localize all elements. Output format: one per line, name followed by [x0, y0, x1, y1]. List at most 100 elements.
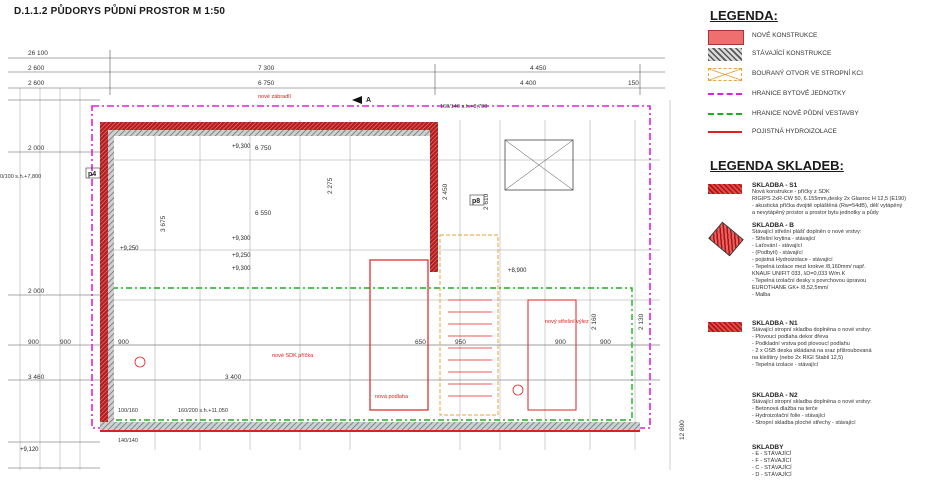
legend-item-new: NOVÉ KONSTRUKCE: [708, 30, 938, 45]
legend-item-existing: STÁVAJÍCÍ KONSTRUKCE: [708, 48, 938, 62]
legend-skladeb-heading: LEGENDA SKLADEB:: [710, 158, 844, 173]
skladba-line: KNAUF UNIFIT 033, λD=0,033 W/m.K: [752, 271, 846, 277]
skladba-s1-swatch: [708, 184, 742, 194]
skladba-line: - Plovoucí podlaha dekor dřeva: [752, 334, 829, 340]
skladba-b: SKLADBA - B Stávající střešní plášť dopl…: [708, 221, 940, 318]
legend-label: HRANICE NOVÉ PŮDNÍ VESTAVBY: [752, 110, 859, 117]
skladba-line: - F - STÁVAJÍCÍ: [752, 458, 792, 464]
dim-text: 6 550: [255, 210, 272, 217]
skladba-line: a nevytápěný prostor a prostor bytu jedn…: [752, 210, 879, 216]
marker-circle: [134, 356, 146, 368]
tag-box: [85, 167, 101, 179]
dim-text: 2 160: [591, 313, 598, 330]
skladba-line: - Laťování - stávající: [752, 243, 803, 249]
note-text: nové zábradlí: [258, 94, 291, 100]
note-text: 160/140 s.h.+8,700: [440, 104, 487, 110]
dim-text: 950: [455, 339, 466, 346]
unit-boundary-swatch: [708, 93, 742, 95]
grid-lines: [19, 88, 671, 470]
skladba-s1: SKLADBA - S1 Nová konstrukce - příčky z …: [708, 182, 940, 232]
dim-text: 2 130: [638, 313, 645, 330]
legend-item-attic-boundary: HRANICE NOVÉ PŮDNÍ VESTAVBY: [708, 108, 938, 122]
dim-text: 900: [600, 339, 611, 346]
note-text: nová podlaha: [375, 394, 409, 400]
skladby-existing: SKLADBY - E - STÁVAJÍCÍ - F - STÁVAJÍCÍ …: [708, 444, 940, 494]
dim-text: 900: [28, 339, 39, 346]
skladba-line: - 2 x OSB deska skládaná na sraz přišrou…: [752, 348, 872, 354]
legend-label: HRANICE BYTOVÉ JEDNOTKY: [752, 90, 846, 97]
skladba-line: - E - STÁVAJÍCÍ: [752, 451, 792, 457]
section-label: A: [366, 97, 371, 104]
legend-item-hydro: POJISTNÁ HYDROIZOLACE: [708, 126, 938, 140]
new-wall-left: [100, 122, 108, 432]
dim-text: 3 675: [160, 215, 167, 232]
new-construction-swatch: [708, 30, 744, 45]
dim-text: 900: [60, 339, 71, 346]
section-marker-A: [352, 96, 362, 104]
skladba-n1-swatch: [708, 322, 742, 332]
level-mark: +9,300: [232, 236, 251, 242]
attic-boundary-swatch: [708, 113, 742, 115]
dim-text: 4 450: [530, 65, 547, 72]
bath-room: [527, 299, 577, 411]
note-text: 160/200 s.h.+11,050: [178, 408, 228, 414]
legend-item-unit-boundary: HRANICE BYTOVÉ JEDNOTKY: [708, 88, 938, 102]
skladba-title: SKLADBA - N1: [752, 320, 798, 327]
legend-label: STÁVAJÍCÍ KONSTRUKCE: [752, 50, 832, 57]
new-wall-right: [430, 122, 438, 272]
dim-text: 2 000: [28, 145, 45, 152]
skladba-line: - D - STÁVAJÍCÍ: [752, 472, 792, 478]
dim-text: 2 000: [28, 288, 45, 295]
skladba-line: - akustická příčka dvojitě opláštěná (Rw…: [752, 203, 903, 209]
skladba-line: - pojistná Hydroizolace - stávající: [752, 257, 833, 263]
note-text: 140/140: [118, 438, 138, 444]
dim-text: 2 600: [28, 65, 45, 72]
skladba-line: na kleštiny (nebo 2x RIGI Stabil 12,5): [752, 355, 844, 361]
legend-heading: LEGENDA:: [710, 8, 778, 23]
dim-text: 900: [118, 339, 129, 346]
legend-label: BOURANÝ OTVOR VE STROPNÍ KCI: [752, 70, 863, 77]
skladba-line: - C - STÁVAJÍCÍ: [752, 465, 792, 471]
note-text: nový střešní výlez: [545, 319, 589, 325]
dim-text: 26 100: [28, 50, 48, 57]
skladba-line: - Hydroizolační folie - stávající: [752, 413, 826, 419]
skladba-n2: SKLADBA - N2 Stávající stropní skladba d…: [708, 392, 940, 442]
skladba-title: SKLADBA - N2: [752, 392, 798, 399]
roof-window-diag: [504, 139, 574, 191]
dim-text: 6 750: [258, 80, 275, 87]
dim-text: 3 460: [28, 374, 45, 381]
skladba-line: - (Podbytí) - stávající: [752, 250, 803, 256]
existing-construction-swatch: [708, 48, 742, 61]
legend-label: POJISTNÁ HYDROIZOLACE: [752, 128, 837, 135]
level-mark: +9,250: [232, 253, 251, 259]
dim-text: 650: [415, 339, 426, 346]
level-mark: +9,300: [232, 144, 251, 150]
dim-text: 6 750: [255, 145, 272, 152]
skladba-line: - Tepelná izolace mezi krokve /8,160mm/ …: [752, 264, 866, 270]
sdk-partition: [369, 259, 429, 411]
existing-wall-top: [108, 130, 430, 136]
dim-text: 12 800: [679, 420, 686, 440]
skladba-line: - Tepelná izolace - stávající: [752, 362, 819, 368]
room-tag: p4: [88, 171, 96, 178]
skladba-line: Nová konstrukce - příčky z SDK: [752, 189, 830, 195]
level-mark: +9,250: [120, 246, 139, 252]
note-text: nové SDK příčka: [272, 353, 314, 359]
dim-text: 2 610: [483, 193, 490, 210]
skladba-title: SKLADBA - S1: [752, 182, 798, 189]
level-mark: +8,900: [508, 268, 527, 274]
stair-opening: [439, 234, 499, 416]
skladba-title: SKLADBA - B: [752, 222, 795, 229]
room-tag: p8: [472, 198, 480, 205]
dim-text: 4 400: [520, 80, 537, 87]
skladba-title: SKLADBY: [752, 444, 784, 451]
legend-panel: LEGENDA: NOVÉ KONSTRUKCE STÁVAJÍCÍ KONST…: [700, 0, 945, 499]
skladba-b-swatch: [708, 221, 744, 257]
roof-window: [504, 139, 574, 191]
new-wall-top: [100, 122, 438, 130]
note-text: 100/160: [118, 408, 138, 414]
dim-text: 3 400: [225, 374, 242, 381]
skladba-line: - Podkladní vrstva pod plovoucí podlahu: [752, 341, 850, 347]
dim-text: 150: [628, 80, 639, 87]
hydro-line-bottom: [100, 430, 640, 432]
